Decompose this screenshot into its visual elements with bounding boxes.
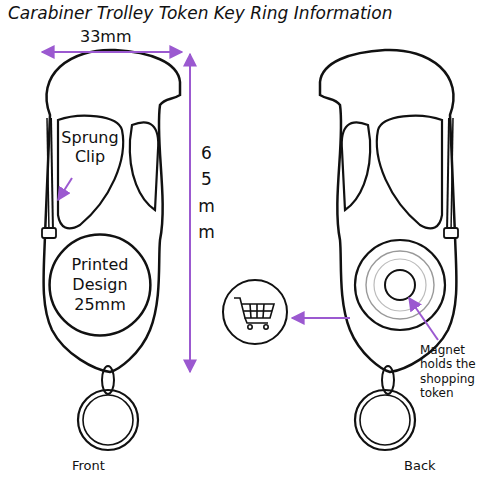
key-ring: [355, 390, 415, 450]
width-dimension: [42, 51, 182, 53]
dimension-label: 33mm: [80, 27, 132, 46]
dimension-label: 65mm: [198, 140, 215, 245]
title: Carabiner Trolley Token Key Ring Informa…: [8, 3, 393, 23]
cart-icon: [234, 298, 274, 329]
clip-arrow: [58, 178, 72, 200]
front-carabiner: [42, 50, 180, 372]
note-label: Magnet holds the shopping token: [420, 343, 496, 401]
key-ring: [78, 390, 138, 450]
token-arrow: [292, 317, 350, 319]
view-label: Back: [404, 458, 436, 474]
height-dimension: [189, 54, 191, 372]
part-label: Sprung Clip: [58, 128, 122, 166]
token-circle: [223, 280, 287, 344]
design-circle: Printed Design 25mm: [48, 233, 152, 337]
magnet: [385, 270, 415, 300]
circle-content: Printed Design 25mm: [48, 233, 152, 337]
view-label: Front: [72, 458, 105, 474]
token-seat: [355, 240, 445, 330]
token-seat: [374, 259, 426, 311]
text-stack: Printed Design 25mm: [63, 255, 138, 315]
design-text: Printed Design 25mm: [63, 255, 138, 315]
token-seat: [366, 251, 434, 319]
key-ring: [83, 395, 133, 445]
back-carabiner: [320, 50, 458, 372]
magnet-arrow: [409, 298, 438, 340]
key-ring: [360, 395, 410, 445]
